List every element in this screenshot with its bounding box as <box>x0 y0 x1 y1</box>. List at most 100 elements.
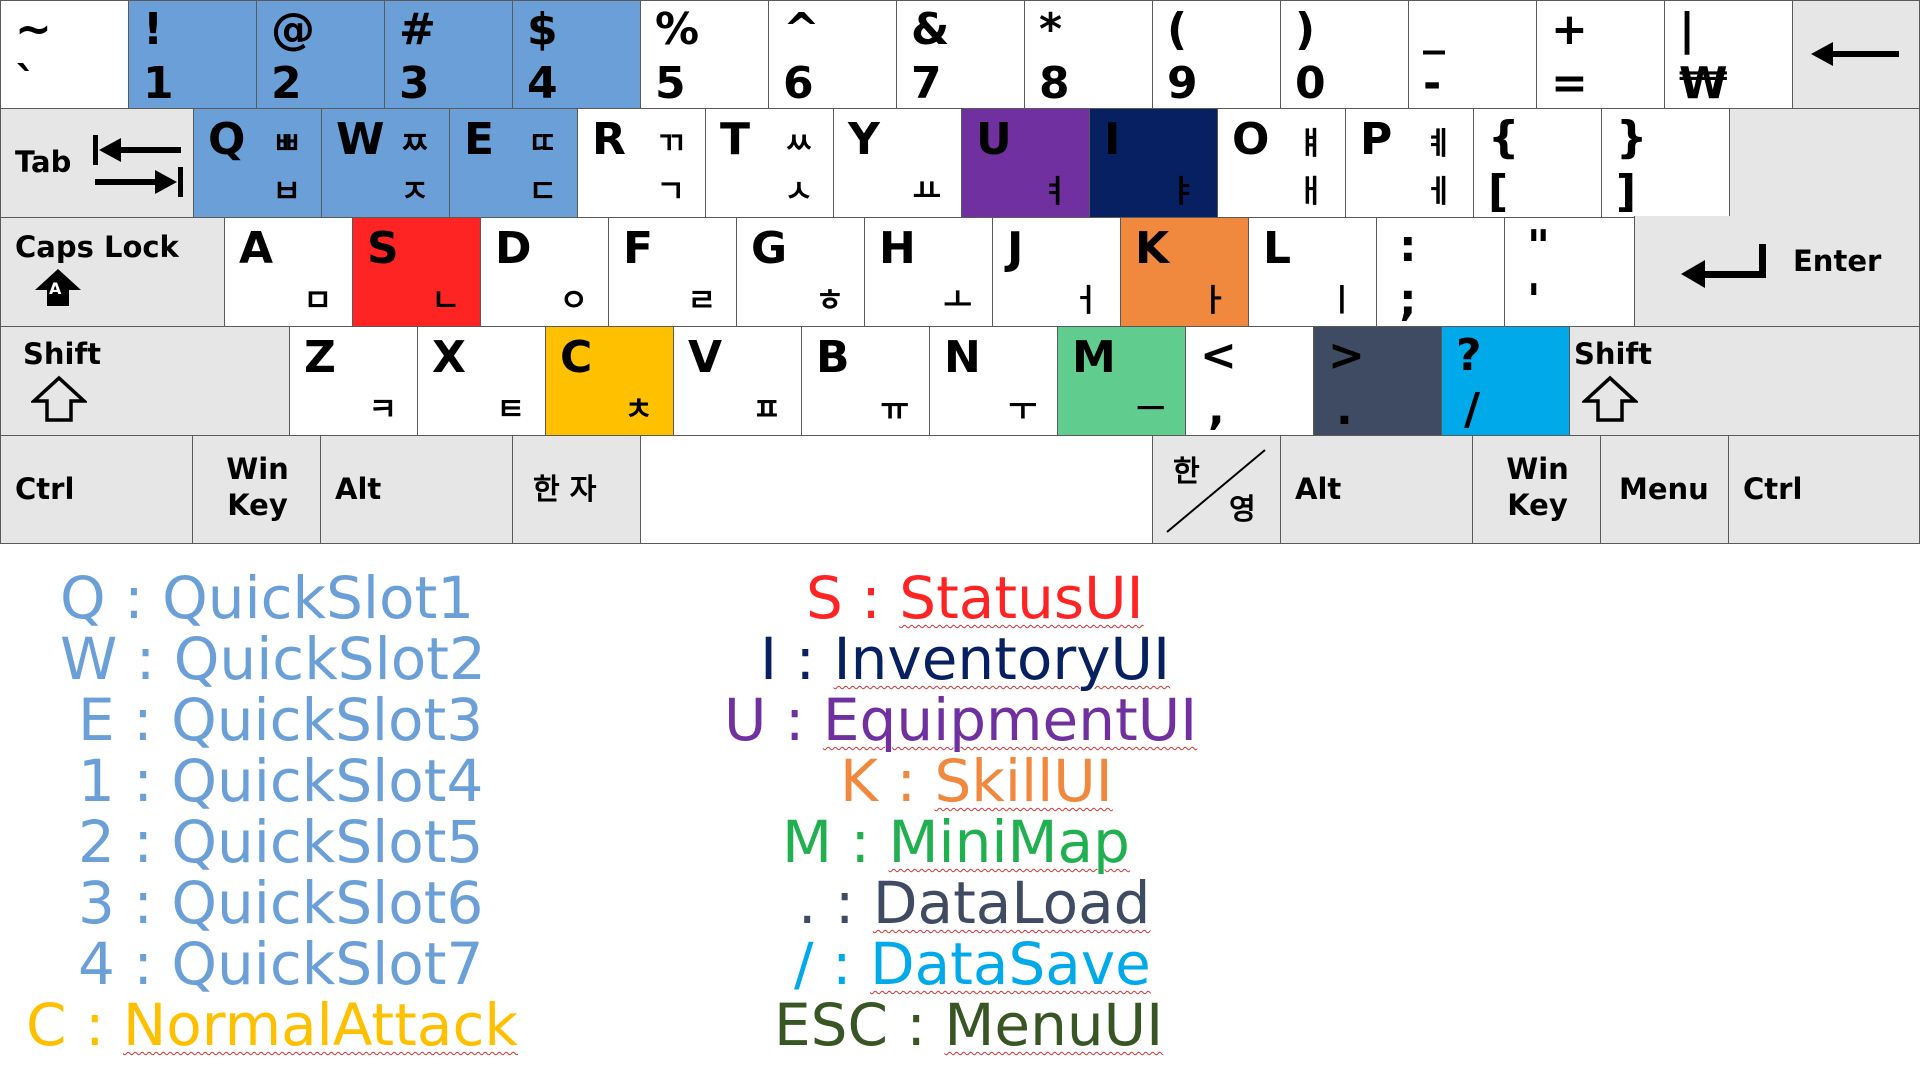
key-hanyoung[interactable]: 한 영 <box>1152 435 1281 544</box>
key-t[interactable]: T ㅆ ㅅ <box>705 108 834 218</box>
key-capslock[interactable]: Caps Lock A <box>0 217 225 327</box>
key-f-letter: F <box>623 223 654 274</box>
key-j[interactable]: J ㅓ <box>992 217 1121 327</box>
legend-action: QuickSlot6 <box>171 869 484 937</box>
key-b[interactable]: B ㅠ <box>801 326 930 436</box>
key-left-ctrl[interactable]: Ctrl <box>0 435 193 544</box>
key-n[interactable]: N ㅜ <box>929 326 1058 436</box>
key-slash[interactable]: ? / <box>1441 326 1570 436</box>
key-x[interactable]: X ㅌ <box>417 326 546 436</box>
key-6[interactable]: ^ 6 <box>768 0 897 109</box>
key-o[interactable]: O ㅒ ㅐ <box>1217 108 1346 218</box>
key-comma[interactable]: < , <box>1185 326 1314 436</box>
key-y[interactable]: Y ㅛ <box>833 108 962 218</box>
key-z[interactable]: Z ㅋ <box>289 326 418 436</box>
key-8-base: 8 <box>1039 58 1070 109</box>
key-7-base: 7 <box>911 58 942 109</box>
legend-separator: : <box>135 625 156 693</box>
key-a[interactable]: A ㅁ <box>224 217 353 327</box>
legend-key: 1 <box>78 747 115 815</box>
key-e[interactable]: E ㄸ ㄷ <box>449 108 578 218</box>
key-0[interactable]: ) 0 <box>1280 0 1409 109</box>
key-won[interactable]: | ₩ <box>1664 0 1793 109</box>
key-i-letter: I <box>1104 114 1121 165</box>
legend-row-quickslot2: W : QuickSlot2 <box>60 628 486 690</box>
key-3[interactable]: # 3 <box>384 0 513 109</box>
key-left-win[interactable]: Win Key <box>192 435 321 544</box>
key-c[interactable]: C ㅊ <box>545 326 674 436</box>
key-minus[interactable]: _ - <box>1408 0 1537 109</box>
key-hanyoung-bottom: 영 <box>1229 492 1256 526</box>
key-5-base: 5 <box>655 58 686 109</box>
legend-separator: : <box>850 808 871 876</box>
key-p[interactable]: P ㅖ ㅔ <box>1345 108 1474 218</box>
key-1[interactable]: ! 1 <box>128 0 257 109</box>
key-d[interactable]: D ㅇ <box>480 217 609 327</box>
key-j-hangul: ㅓ <box>1071 283 1100 319</box>
key-7-shift: & <box>911 4 950 55</box>
key-left-alt[interactable]: Alt <box>320 435 513 544</box>
key-4[interactable]: $ 4 <box>512 0 641 109</box>
key-tab[interactable]: Tab <box>0 108 194 218</box>
key-space[interactable] <box>640 435 1153 544</box>
key-left-alt-label: Alt <box>335 472 382 506</box>
key-8[interactable]: * 8 <box>1024 0 1153 109</box>
key-g-letter: G <box>751 223 788 274</box>
key-f[interactable]: F ㄹ <box>608 217 737 327</box>
key-5[interactable]: % 5 <box>640 0 769 109</box>
legend-row-quickslot6: 3 : QuickSlot6 <box>78 872 483 934</box>
key-k[interactable]: K ㅏ <box>1120 217 1249 327</box>
key-1-base: 1 <box>143 58 174 109</box>
key-m[interactable]: M ㅡ <box>1057 326 1186 436</box>
key-h[interactable]: H ㅗ <box>864 217 993 327</box>
key-period-base: . <box>1336 384 1353 435</box>
key-left-win-line2: Key <box>227 488 288 522</box>
key-backtick[interactable]: ~ ` <box>0 0 129 109</box>
key-u[interactable]: U ㅕ <box>961 108 1090 218</box>
key-q[interactable]: Q ㅃ ㅂ <box>193 108 322 218</box>
key-r[interactable]: R ㄲ ㄱ <box>577 108 706 218</box>
key-lbracket[interactable]: { [ <box>1473 108 1602 218</box>
key-period[interactable]: > . <box>1313 326 1442 436</box>
legend-key: Q <box>60 564 106 632</box>
key-quote-base: ' <box>1527 275 1541 326</box>
key-l-letter: L <box>1263 223 1292 274</box>
key-right-ctrl[interactable]: Ctrl <box>1728 435 1920 544</box>
legend-action: QuickSlot7 <box>171 930 484 998</box>
key-w-hangul-shift: ㅉ <box>400 126 429 162</box>
key-z-letter: Z <box>304 332 336 383</box>
key-r-hangul: ㄱ <box>656 174 685 210</box>
key-backspace[interactable] <box>1792 0 1920 109</box>
key-i[interactable]: I ㅑ <box>1089 108 1218 218</box>
key-right-win[interactable]: Win Key <box>1472 435 1601 544</box>
key-rbracket[interactable]: } ] <box>1601 108 1730 218</box>
key-x-letter: X <box>432 332 466 383</box>
key-equals[interactable]: + = <box>1536 0 1665 109</box>
key-7[interactable]: & 7 <box>896 0 1025 109</box>
key-enter-upper[interactable] <box>1729 108 1920 218</box>
key-right-alt[interactable]: Alt <box>1280 435 1473 544</box>
key-menu[interactable]: Menu <box>1600 435 1729 544</box>
key-l[interactable]: L ㅣ <box>1248 217 1377 327</box>
key-9[interactable]: ( 9 <box>1152 0 1281 109</box>
key-enter[interactable]: Enter <box>1634 216 1920 327</box>
key-quote[interactable]: " ' <box>1504 217 1635 327</box>
key-lbracket-shift: { <box>1488 112 1520 163</box>
key-9-shift: ( <box>1167 4 1188 55</box>
key-s[interactable]: S ㄴ <box>352 217 481 327</box>
key-g[interactable]: G ㅎ <box>736 217 865 327</box>
key-hanja[interactable]: 한 자 <box>512 435 641 544</box>
key-q-letter: Q <box>208 114 246 165</box>
key-v[interactable]: V ㅍ <box>673 326 802 436</box>
key-w-letter: W <box>336 114 385 165</box>
key-w[interactable]: W ㅉ ㅈ <box>321 108 450 218</box>
key-m-hangul: ㅡ <box>1136 392 1165 428</box>
key-left-shift[interactable]: Shift <box>0 326 290 436</box>
key-2[interactable]: @ 2 <box>256 0 385 109</box>
legend-action: NormalAttack <box>122 991 518 1059</box>
key-c-hangul: ㅊ <box>624 392 653 428</box>
key-semicolon[interactable]: : ; <box>1376 217 1505 327</box>
legend-row-quickslot5: 2 : QuickSlot5 <box>78 811 483 873</box>
key-right-shift[interactable]: Shift <box>1569 326 1920 436</box>
key-k-hangul: ㅏ <box>1199 283 1228 319</box>
